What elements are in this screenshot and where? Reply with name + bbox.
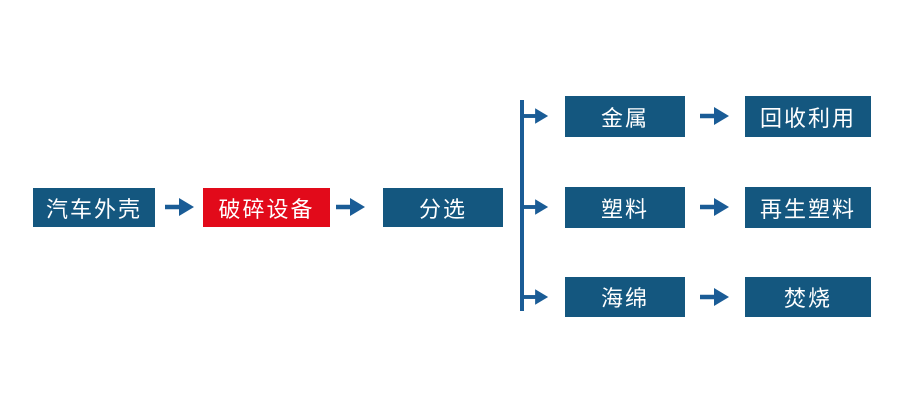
node-incineration: 焚烧: [745, 277, 871, 317]
arrow-right-icon: [700, 105, 730, 127]
node-recycle-reuse: 回收利用: [745, 96, 871, 137]
branch-connector-line: [520, 100, 524, 311]
node-car-shell: 汽车外壳: [33, 188, 155, 227]
node-metal: 金属: [565, 96, 685, 137]
arrow-right-icon: [523, 105, 549, 127]
node-sponge: 海绵: [565, 277, 685, 317]
arrow-right-icon: [523, 286, 549, 308]
arrow-right-icon: [165, 196, 195, 218]
node-crusher: 破碎设备: [203, 188, 330, 227]
node-plastic: 塑料: [565, 187, 685, 228]
node-recycled-plastic: 再生塑料: [745, 187, 871, 228]
arrow-right-icon: [700, 196, 730, 218]
arrow-right-icon: [700, 286, 730, 308]
arrow-right-icon: [336, 196, 366, 218]
arrow-right-icon: [523, 196, 549, 218]
node-sorting: 分选: [383, 188, 503, 227]
